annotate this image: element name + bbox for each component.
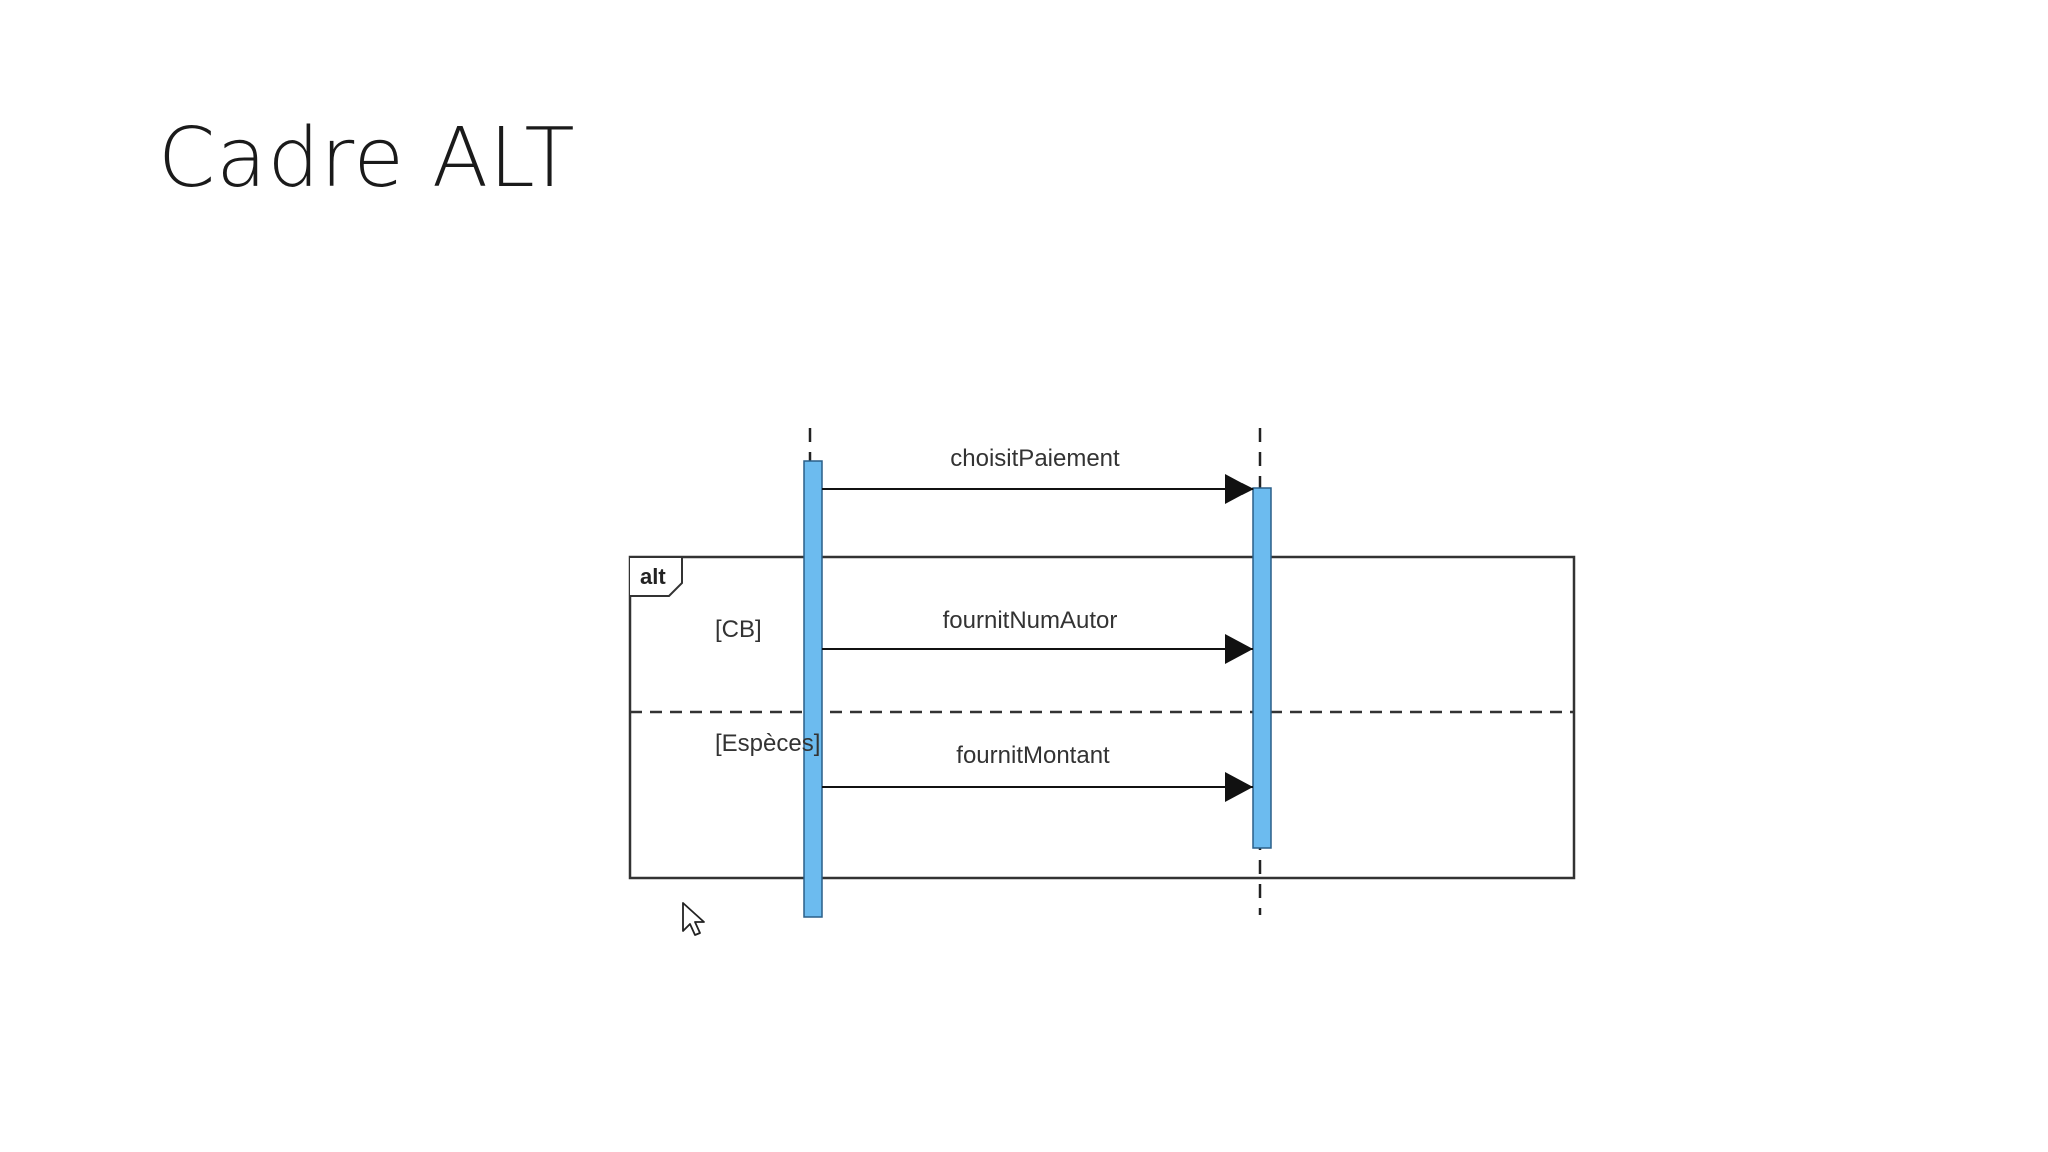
message-label-fournitNumAutor: fournitNumAutor [943,607,1118,634]
arrowhead-choisitPaiement [1225,474,1253,504]
alt-operator-label: alt [640,564,666,589]
guard-label-especes: [Espèces] [715,730,820,757]
message-label-fournitMontant: fournitMontant [956,742,1110,769]
arrowhead-fournitMontant [1225,772,1253,802]
arrowhead-fournitNumAutor [1225,634,1253,664]
alt-frame-tag [630,556,683,597]
slide-title: Cadre ALT [158,111,576,206]
guard-label-cb: [CB] [715,616,762,643]
mouse-cursor-icon [682,902,705,936]
activation-left [803,460,823,918]
message-label-choisitPaiement: choisitPaiement [950,445,1120,472]
activation-right [1252,487,1272,849]
alt-frame [628,555,1576,880]
